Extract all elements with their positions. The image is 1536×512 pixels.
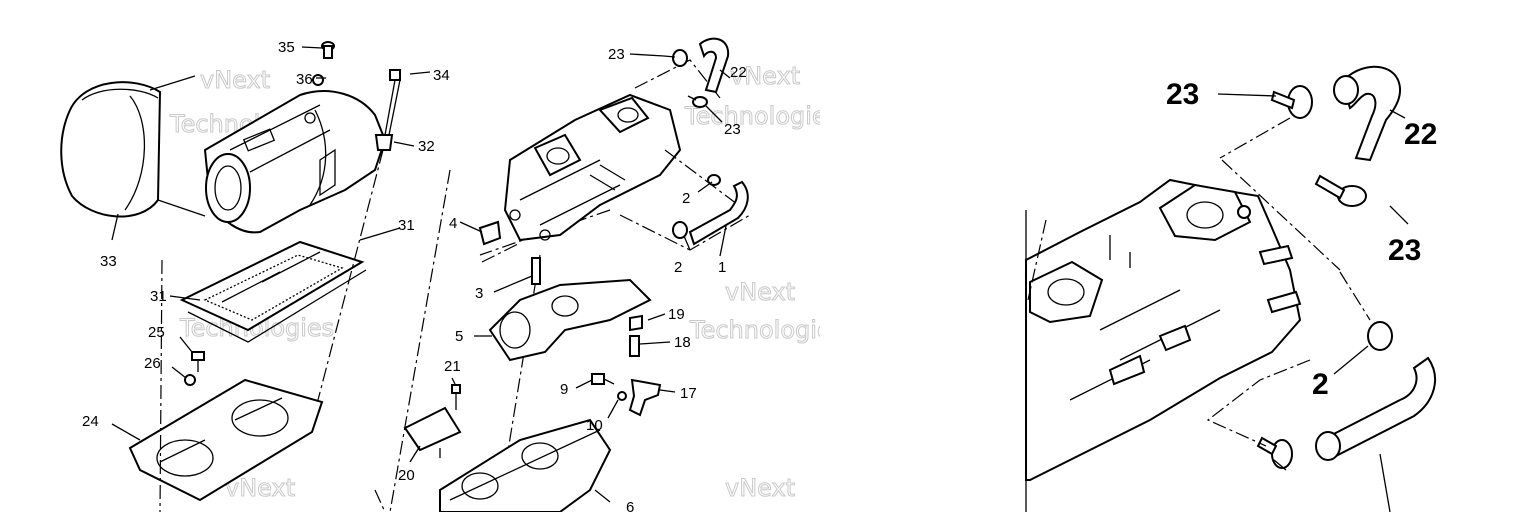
hose-part — [672, 174, 749, 246]
center-line — [159, 149, 386, 512]
callout-label: 6 — [626, 499, 634, 512]
bolt-part — [312, 41, 401, 151]
callout-label: 1 — [718, 259, 726, 276]
callout-label: 32 — [418, 138, 435, 155]
hose-part — [1333, 65, 1402, 162]
bracket-part — [403, 384, 462, 458]
leader-lines — [1217, 93, 1409, 512]
throttle-body-part — [439, 418, 612, 512]
callout-label: 19 — [668, 306, 685, 323]
parts-diagram-zoom-detail: 23 22 23 2 — [1010, 0, 1536, 512]
diagram-zoom-svg: 23 22 23 2 — [1025, 65, 1437, 512]
callout-label: 2 — [1312, 368, 1329, 401]
filter-element-part — [179, 240, 367, 343]
nut-part — [478, 220, 541, 285]
callout-label: 33 — [100, 253, 117, 270]
center-line — [1027, 219, 1047, 301]
hose-part — [1256, 321, 1437, 469]
callout-label: 23 — [1388, 234, 1421, 267]
callout-label: 23 — [1166, 78, 1199, 111]
screw-part — [184, 351, 205, 386]
callout-label: 26 — [144, 355, 161, 372]
watermark-text: vNext — [725, 474, 795, 502]
leader-lines — [111, 46, 731, 503]
watermark-text: Technologies — [689, 316, 820, 344]
callout-label: 10 — [586, 417, 603, 434]
callout-label: 23 — [608, 46, 625, 63]
callout-label: 3 — [475, 285, 483, 302]
carburetor-part — [503, 93, 682, 242]
gasket-part — [488, 278, 652, 362]
watermark-text: vNext — [730, 62, 800, 90]
intake-boot-part — [60, 81, 162, 218]
callout-label: 18 — [674, 334, 691, 351]
callout-labels: 35 36 34 32 33 31 31 25 26 24 23 22 23 2… — [82, 39, 747, 512]
callout-label: 2 — [674, 259, 682, 276]
callout-label: 23 — [724, 121, 741, 138]
callout-label: 5 — [455, 328, 463, 345]
callout-label: 35 — [278, 39, 295, 56]
callout-label: 22 — [1404, 118, 1437, 151]
watermark-text: vNext — [725, 278, 795, 306]
clamp-part — [1270, 85, 1367, 207]
callout-label: 22 — [730, 64, 747, 81]
parts-diagram-overview: vNext Technologies vNext Technologies vN… — [60, 37, 820, 512]
carburetor-part — [1025, 178, 1302, 481]
callout-label: 36 — [296, 71, 313, 88]
watermark-text: vNext — [200, 66, 270, 94]
callout-label: 9 — [560, 381, 568, 398]
callout-label: 24 — [82, 413, 99, 430]
air-silencer-part — [203, 90, 387, 234]
callout-label: 2 — [682, 190, 690, 207]
center-line — [389, 169, 451, 512]
fitting-part — [591, 314, 662, 417]
callout-label: 31 — [398, 217, 415, 234]
lower-case-part — [128, 378, 324, 502]
center-line — [481, 243, 519, 263]
callout-label: 4 — [449, 215, 457, 232]
callout-label: 34 — [433, 67, 450, 84]
hose-part — [663, 37, 730, 108]
callout-label: 20 — [398, 467, 415, 484]
alignment-line — [149, 75, 206, 217]
callout-labels: 23 22 23 2 — [1166, 78, 1437, 401]
diagram-overview-svg: vNext Technologies vNext Technologies vN… — [60, 37, 820, 512]
callout-label: 31 — [150, 288, 167, 305]
callout-label: 25 — [148, 324, 165, 341]
callout-label: 21 — [444, 358, 461, 375]
center-line — [1206, 117, 1371, 447]
callout-label: 17 — [680, 385, 697, 402]
